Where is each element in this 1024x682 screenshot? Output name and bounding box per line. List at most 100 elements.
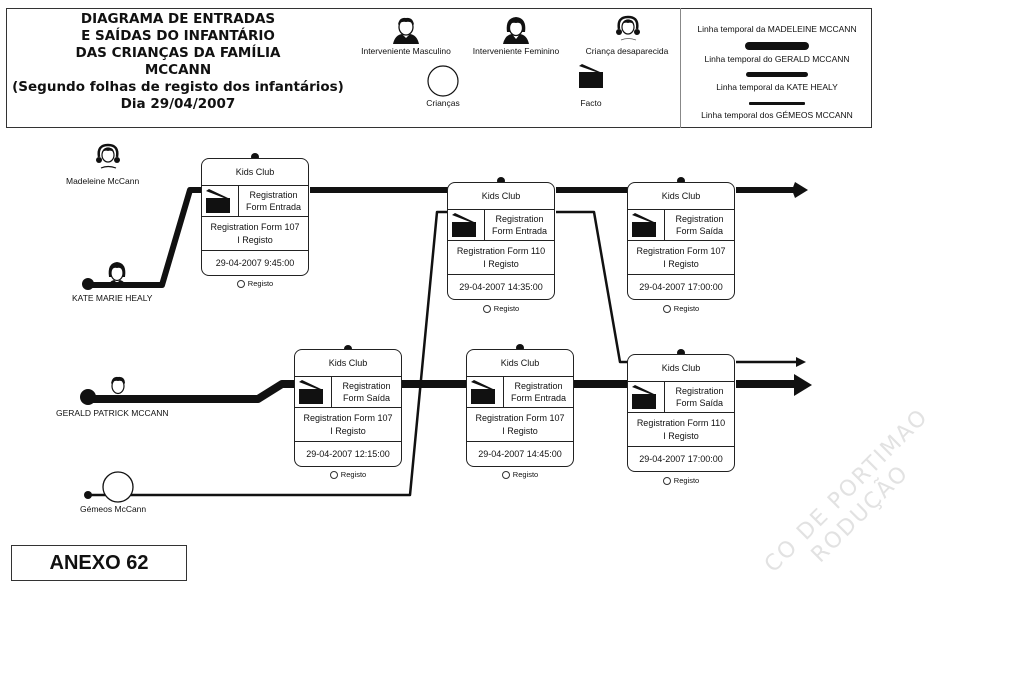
event-club: Kids Club: [628, 355, 734, 382]
event-form-registo: I Registo: [237, 234, 273, 245]
madeleine-timeline-arrow: [792, 182, 808, 198]
legend-gerald-line-swatch: [744, 42, 809, 50]
registo-text: Registo: [340, 470, 367, 479]
event-club: Kids Club: [448, 183, 554, 210]
gerald-timeline-arrow: [794, 374, 812, 396]
event-form-number: Registration Form 110: [456, 246, 546, 256]
registo-circle-icon: [236, 280, 245, 289]
registo-text: Registo: [247, 279, 274, 288]
legend-twins-line-swatch: [748, 102, 805, 105]
legend-kate-line-label: Linha temporal da KATE HEALY: [716, 82, 838, 92]
clapperboard-icon: [448, 210, 485, 240]
twins-timeline-segment-2: [556, 210, 628, 364]
diagram-title: DIAGRAMA DE ENTRADAS E SAÍDAS DO INFANTÁ…: [8, 11, 348, 113]
clapperboard-icon: [295, 377, 332, 407]
event-type-line: Form Entrada: [510, 393, 567, 403]
event-form-registo: I Registo: [330, 425, 366, 436]
event-type-line: Form Entrada: [245, 202, 302, 212]
female-person-icon: [503, 17, 529, 44]
registo-circle-icon: [482, 305, 491, 314]
event-registo-label: Registo: [447, 304, 555, 314]
event-type-line: Registration: [675, 386, 724, 396]
registo-text: Registo: [512, 470, 539, 479]
event-form-registo: I Registo: [483, 258, 519, 269]
registo-text: Registo: [493, 304, 520, 313]
event-type-line: Form Saída: [342, 393, 391, 403]
timeline-legend: Linha temporal da MADELEINE MCCANN Linha…: [680, 8, 872, 128]
event-type-line: Registration: [495, 214, 544, 224]
title-line: E SAÍDAS DO INFANTÁRIO: [81, 28, 275, 44]
event-datetime: 29-04-2007 12:15:00: [306, 449, 390, 459]
legend-gerald-line-label: Linha temporal do GERALD MCCANN: [704, 54, 850, 64]
event-form-registo: I Registo: [502, 425, 538, 436]
event-form-registo: I Registo: [663, 430, 699, 441]
twins-children-circle-icon: [102, 471, 134, 503]
event-form-number: Registration Form 107: [636, 246, 726, 256]
event-type-line: Form Entrada: [491, 226, 548, 236]
event-club: Kids Club: [628, 183, 734, 210]
event-datetime: 29-04-2007 14:45:00: [478, 449, 562, 459]
event-type-line: Registration: [342, 381, 391, 391]
person-kate-label: KATE MARIE HEALY: [72, 293, 153, 303]
event-registo-label: Registo: [201, 279, 309, 289]
event-type-line: Registration: [675, 214, 724, 224]
person-gerald-label: GERALD PATRICK MCCANN: [56, 408, 169, 418]
clapperboard-icon: [628, 210, 665, 240]
registo-circle-icon: [501, 471, 510, 480]
kate-timeline-start-dot: [82, 278, 94, 290]
legend-children-label: Crianças: [426, 98, 460, 108]
children-circle-icon: [427, 65, 459, 97]
registo-text: Registo: [673, 304, 700, 313]
registo-circle-icon: [329, 471, 338, 480]
title-line: Dia 29/04/2007: [120, 96, 236, 112]
header-box: [6, 8, 872, 128]
event-registo-label: Registo: [627, 304, 735, 314]
registo-circle-icon: [662, 477, 671, 486]
gerald-timeline-segment-1: [88, 380, 294, 403]
title-line: MCCANN: [144, 62, 212, 78]
event-datetime: 29-04-2007 14:35:00: [459, 282, 543, 292]
event-registo-label: Registo: [627, 476, 735, 486]
event-type-line: Registration: [514, 381, 563, 391]
clapperboard-icon: [579, 64, 603, 88]
event-form-number: Registration Form 107: [303, 413, 393, 423]
event-form-number: Registration Form 110: [636, 418, 726, 428]
registo-circle-icon: [662, 305, 671, 314]
legend-male-label: Interveniente Masculino: [361, 46, 451, 56]
madeleine-missing-child-icon: [96, 143, 120, 169]
event-datetime: 29-04-2007 9:45:00: [215, 258, 295, 268]
event-datetime: 29-04-2007 17:00:00: [639, 454, 723, 464]
event-club: Kids Club: [202, 159, 308, 186]
legend-missing-child-label: Criança desaparecida: [585, 46, 669, 56]
twins-timeline-arrow: [796, 357, 806, 367]
clapperboard-icon: [467, 377, 504, 407]
clapperboard-icon: [202, 186, 239, 216]
legend-twins-line-label: Linha temporal dos GÉMEOS MCCANN: [701, 110, 853, 120]
title-line: (Segundo folhas de registo dos infantári…: [12, 79, 344, 95]
event-form-registo: I Registo: [663, 258, 699, 269]
event-club: Kids Club: [467, 350, 573, 377]
legend-kate-line-swatch: [745, 72, 808, 77]
legend-madeleine-line-label: Linha temporal da MADELEINE MCCANN: [697, 24, 857, 34]
event-registo-label: Registo: [466, 470, 574, 480]
event-club: Kids Club: [295, 350, 401, 377]
clapperboard-icon: [628, 382, 665, 412]
event-registo-label: Registo: [294, 470, 402, 480]
missing-child-icon: [616, 15, 640, 41]
gerald-male-person-icon: [111, 376, 125, 395]
registo-text: Registo: [673, 476, 700, 485]
person-madeleine-label: Madeleine McCann: [66, 176, 140, 186]
legend-female-label: Interveniente Feminino: [472, 46, 560, 56]
male-person-icon: [393, 17, 419, 44]
kate-female-person-icon: [107, 262, 127, 288]
person-twins-label: Gémeos McCann: [80, 504, 147, 514]
event-type-line: Form Saída: [675, 226, 724, 236]
annex-label: ANEXO 62: [11, 545, 187, 581]
